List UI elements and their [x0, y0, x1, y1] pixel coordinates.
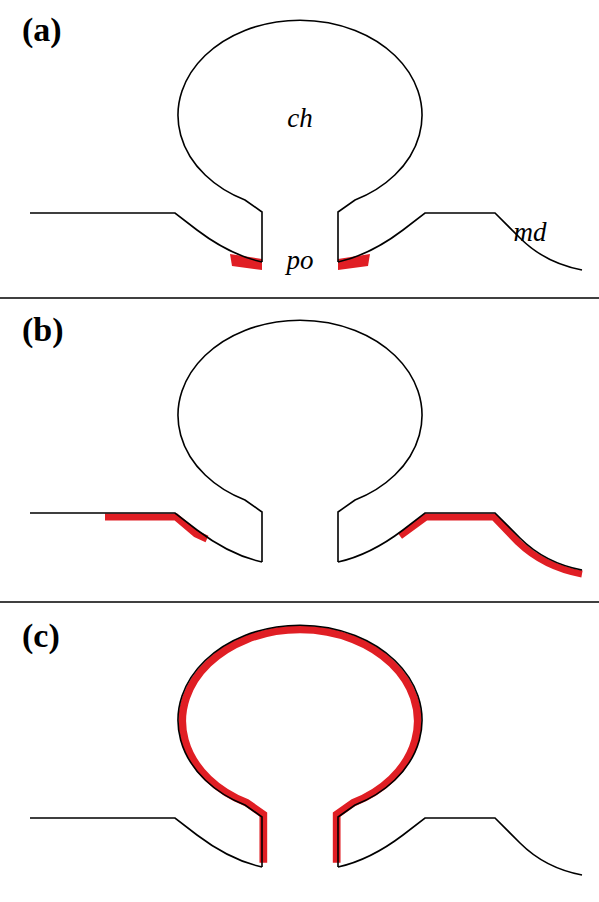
- chamber-outline: [178, 625, 422, 867]
- panel-c: [30, 625, 582, 875]
- red-surface-coat: [105, 517, 207, 539]
- panel-b: [30, 320, 582, 574]
- panel-letter: (c): [22, 619, 60, 653]
- red-chamber-lining: [182, 629, 417, 862]
- panel-divider: [0, 297, 599, 299]
- part-name: po: [287, 247, 314, 274]
- part-name: ch: [287, 105, 312, 132]
- panel-divider: [0, 601, 599, 603]
- panel-letter: (b): [22, 313, 64, 347]
- part-name: md: [514, 219, 547, 246]
- chamber-outline: [178, 20, 422, 262]
- panel-letter: (a): [22, 13, 62, 47]
- red-surface-coat: [400, 517, 582, 574]
- red-pore-rim: [338, 254, 370, 270]
- red-pore-rim: [230, 254, 262, 270]
- panel-a: [30, 20, 582, 270]
- surface-outline: [30, 818, 582, 875]
- chamber-outline: [178, 320, 422, 562]
- surface-outline: [30, 513, 582, 570]
